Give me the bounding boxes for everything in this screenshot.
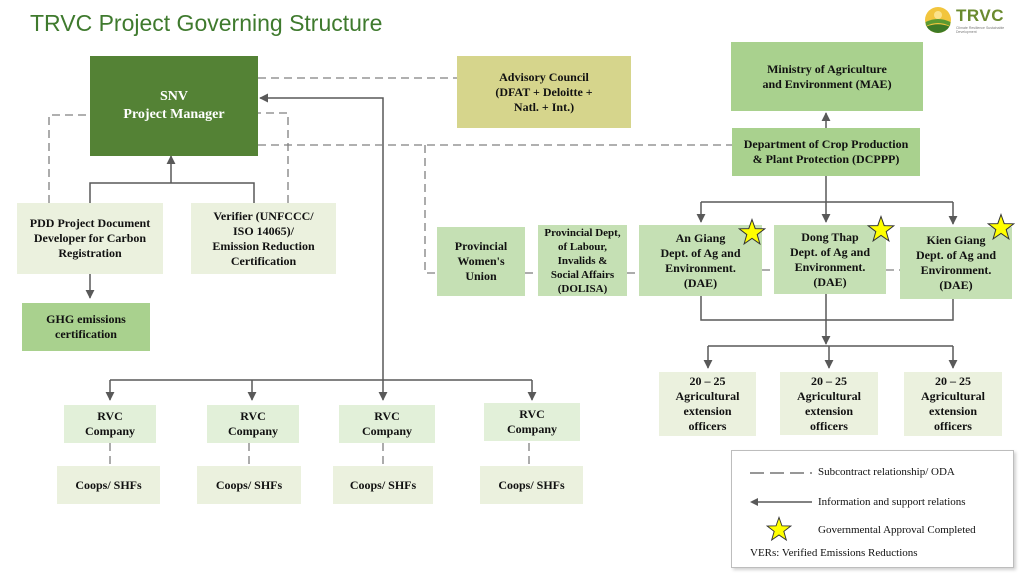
dae-dong-thap-box: Dong Thap Dept. of Ag and Environment. (…	[774, 225, 886, 294]
dae-an-giang-box: An Giang Dept. of Ag and Environment. (D…	[639, 225, 762, 296]
rvc-company-box: RVC Company	[207, 405, 299, 443]
page-title: TRVC Project Governing Structure	[30, 10, 383, 36]
womens-union-box: Provincial Women's Union	[437, 227, 525, 296]
dolisa-box: Provincial Dept, of Labour, Invalids & S…	[538, 225, 627, 296]
trvc-logo: TRVC Climate Resilience Sustainable Deve…	[924, 4, 1016, 36]
dcppp-box: Department of Crop Production & Plant Pr…	[732, 128, 920, 176]
legend-item-approval: Governmental Approval Completed	[732, 516, 1013, 542]
rvc-company-box: RVC Company	[339, 405, 435, 443]
extension-officers-box: 20 – 25 Agricultural extension officers	[780, 372, 878, 435]
star-icon	[738, 218, 766, 246]
star-icon	[867, 215, 895, 243]
dashed-line-icon	[750, 472, 812, 474]
legend-item-subcontract: Subcontract relationship/ ODA	[732, 463, 1013, 483]
star-icon	[766, 516, 792, 542]
coops-shfs-box: Coops/ SHFs	[333, 466, 433, 504]
coops-shfs-box: Coops/ SHFs	[480, 466, 583, 504]
sun-logo-icon	[925, 7, 951, 33]
legend-note: VERs: Verified Emissions Reductions	[750, 547, 918, 559]
logo-wordmark: TRVC	[956, 6, 1004, 25]
coops-shfs-box: Coops/ SHFs	[57, 466, 160, 504]
legend-label-approval: Governmental Approval Completed	[818, 524, 976, 536]
rvc-company-box: RVC Company	[484, 403, 580, 441]
extension-officers-box: 20 – 25 Agricultural extension officers	[659, 372, 756, 436]
ghg-certification-box: GHG emissions certification	[22, 303, 150, 351]
legend-label-subcontract: Subcontract relationship/ ODA	[818, 466, 955, 478]
star-icon	[987, 213, 1015, 241]
arrow-left-icon	[750, 498, 812, 506]
advisory-council-box: Advisory Council (DFAT + Deloitte + Natl…	[457, 56, 631, 128]
legend: Subcontract relationship/ ODA Informatio…	[731, 450, 1014, 568]
dae-kien-giang-box: Kien Giang Dept. of Ag and Environment. …	[900, 227, 1012, 299]
snv-project-manager-box: SNV Project Manager	[90, 56, 258, 156]
mae-box: Ministry of Agriculture and Environment …	[731, 42, 923, 111]
verifier-box: Verifier (UNFCCC/ ISO 14065)/ Emission R…	[191, 203, 336, 274]
extension-officers-box: 20 – 25 Agricultural extension officers	[904, 372, 1002, 436]
legend-label-information: Information and support relations	[818, 496, 966, 508]
coops-shfs-box: Coops/ SHFs	[197, 466, 301, 504]
pdd-developer-box: PDD Project Document Developer for Carbo…	[17, 203, 163, 274]
rvc-company-box: RVC Company	[64, 405, 156, 443]
logo-tagline: Climate Resilience Sustainable Developme…	[956, 26, 1005, 34]
legend-item-information: Information and support relations	[732, 493, 1013, 513]
